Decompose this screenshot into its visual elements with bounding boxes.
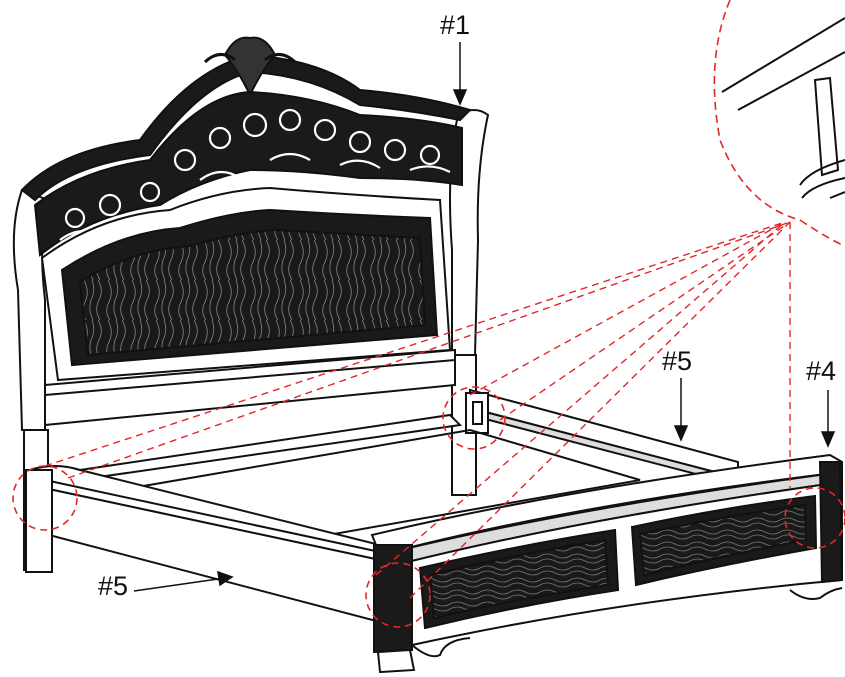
label-arrows <box>133 42 836 592</box>
side-rail-back <box>465 388 739 487</box>
footboard-cap <box>370 453 843 557</box>
headboard-panel <box>78 228 427 357</box>
side-rail-front <box>25 465 381 624</box>
headboard-crown <box>20 53 472 202</box>
callout-circle-back-rail <box>442 386 506 450</box>
detail-view <box>713 0 845 247</box>
callout-lines <box>44 221 791 599</box>
callout-circles <box>12 386 845 628</box>
headboard <box>12 36 490 571</box>
callout-circle-front-left <box>12 465 78 531</box>
footboard-label: #4 <box>806 356 837 386</box>
side-rail-front-label: #5 <box>98 571 129 601</box>
callout-circle-footboard-left <box>365 562 431 628</box>
headboard-crest <box>223 36 277 98</box>
footboard-right-post <box>818 461 844 584</box>
footboard-left-post <box>373 544 413 654</box>
headboard-label: #1 <box>440 10 471 40</box>
footboard <box>370 453 844 674</box>
side-rail-back-label: #5 <box>662 346 693 376</box>
